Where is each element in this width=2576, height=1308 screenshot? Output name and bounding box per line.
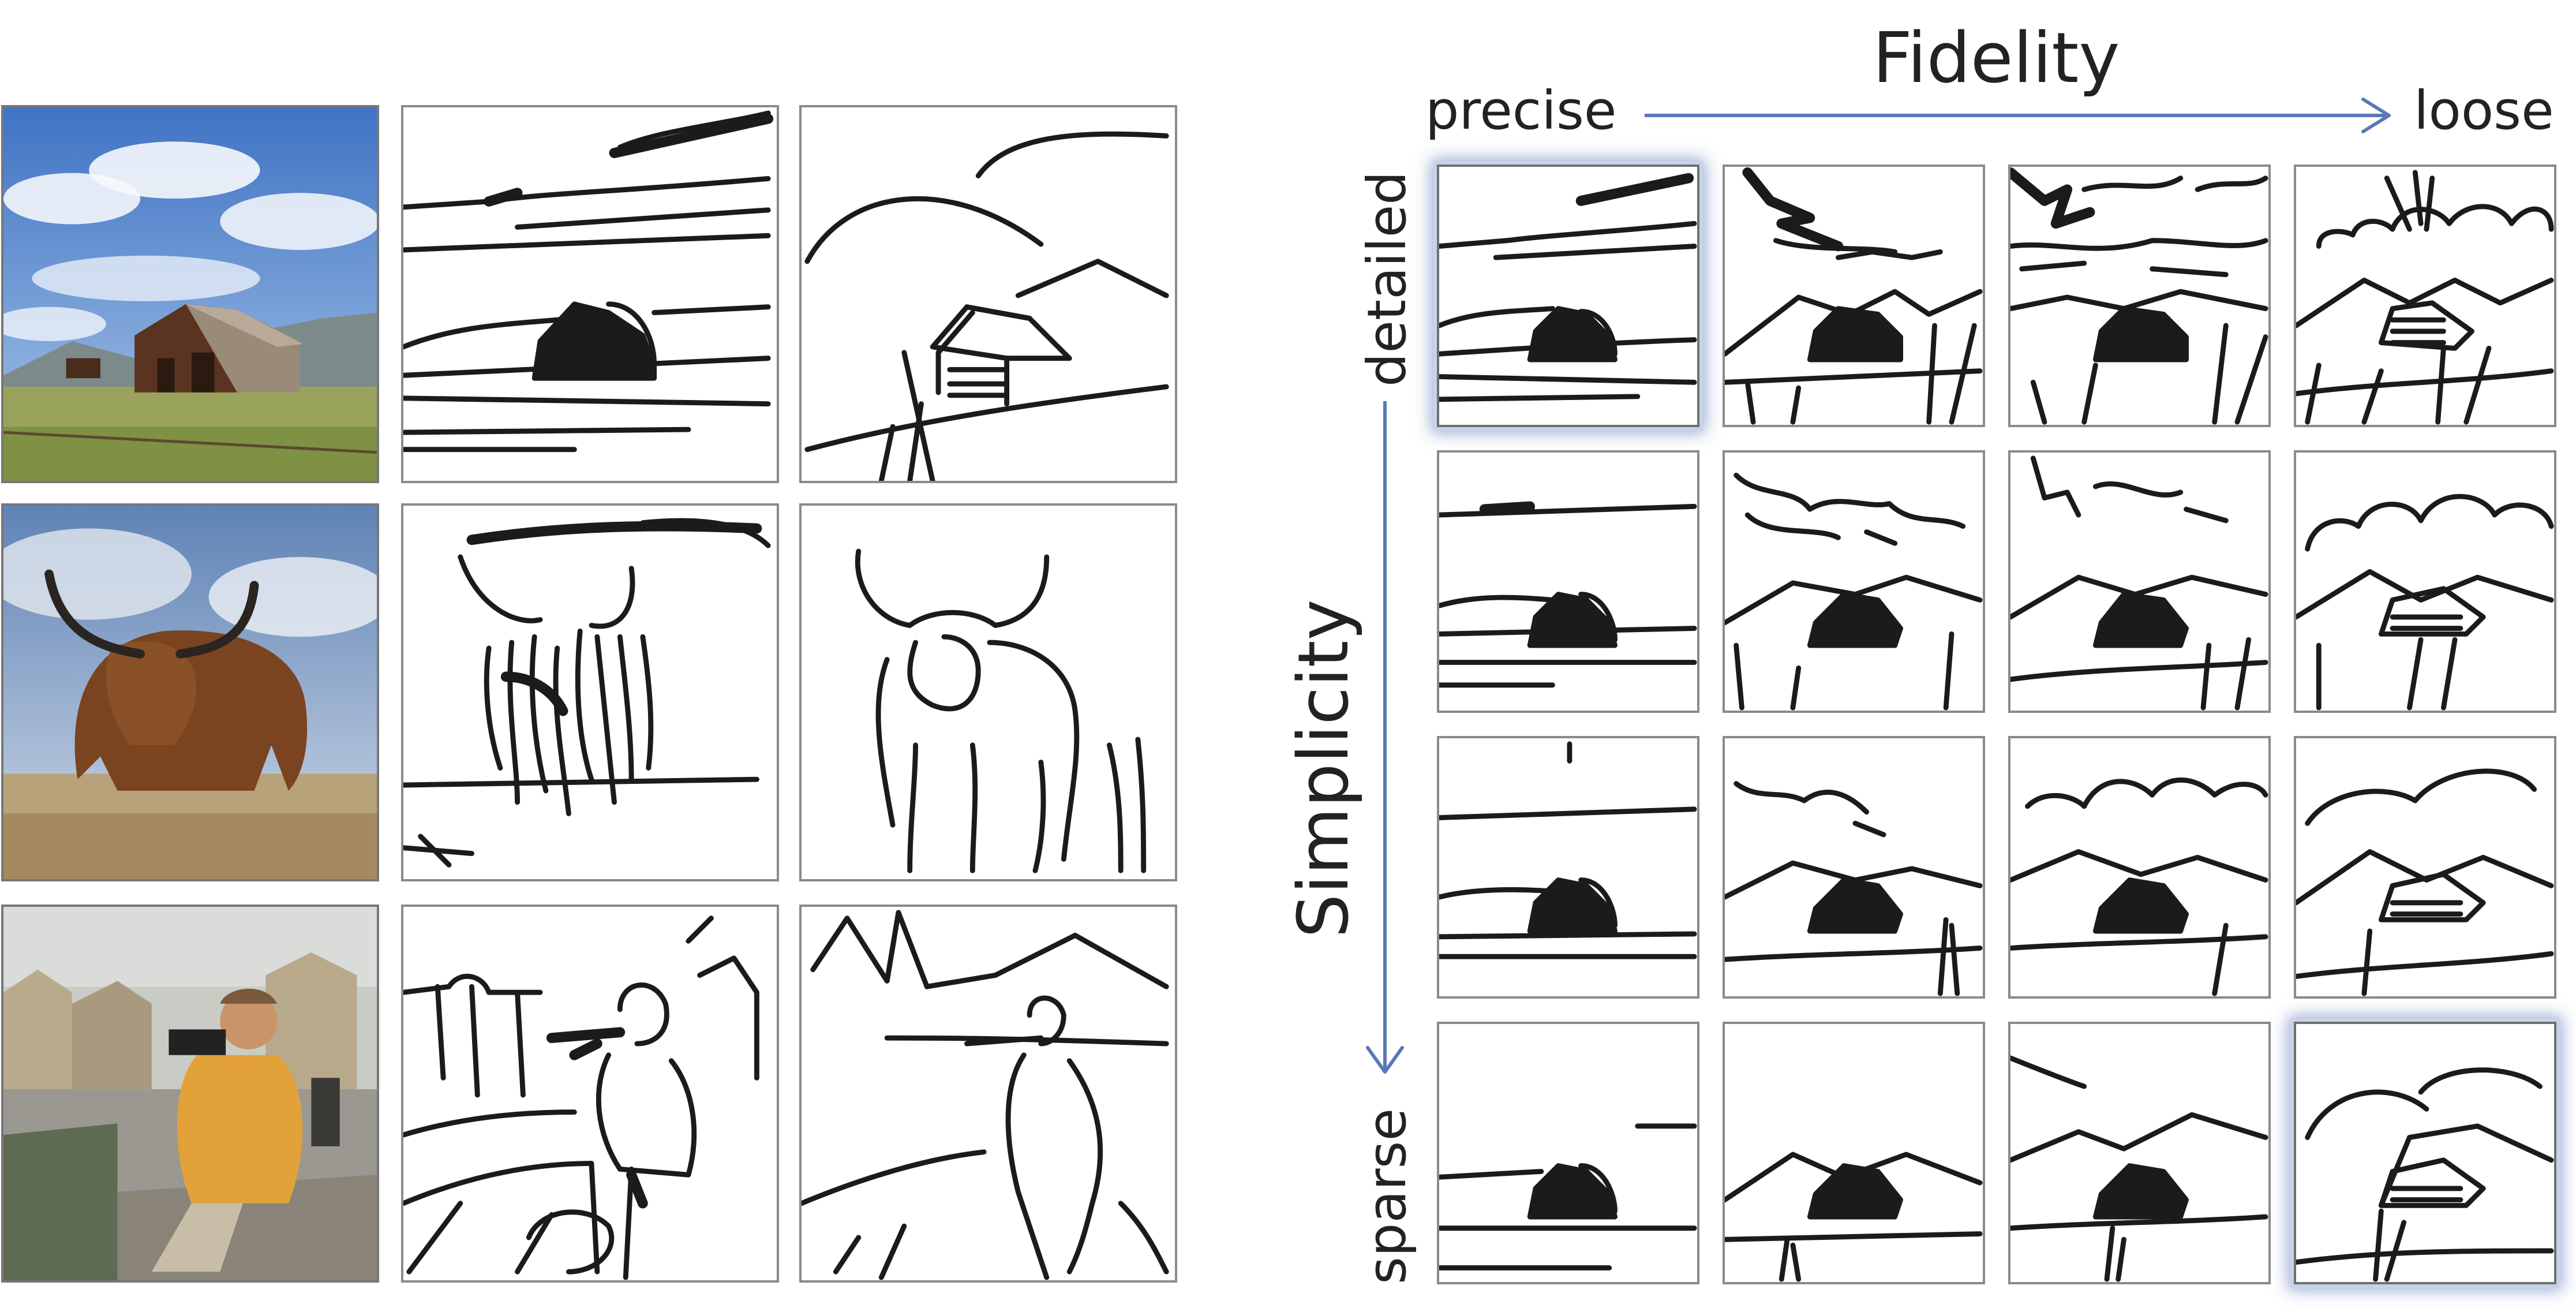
cow-photo — [1, 503, 379, 881]
simplicity-arrow — [1366, 401, 1404, 1077]
grid-cell-r2-2 — [1723, 450, 1985, 713]
grid-cell-sparse-2 — [1723, 1022, 1985, 1284]
cow-sketch-precise — [401, 503, 779, 881]
simplicity-axis-end-label: sparse — [1356, 1108, 1418, 1284]
grid-cell-r3-loose — [2294, 736, 2556, 999]
simplicity-axis-title: Simplicity — [1284, 599, 1364, 938]
photographer-photo — [1, 905, 379, 1283]
grid-cell-r3-2 — [1723, 736, 1985, 999]
fidelity-axis-end-label: loose — [2414, 80, 2554, 141]
photographer-sketch-precise — [401, 905, 779, 1283]
grid-cell-r3-precise — [1437, 736, 1699, 999]
fidelity-axis-start-label: precise — [1425, 80, 1617, 141]
grid-cell-sparse-precise — [1437, 1022, 1699, 1284]
grid-cell-r2-precise — [1437, 450, 1699, 713]
grid-cell-sparse-loose — [2294, 1022, 2556, 1284]
barn-sketch-precise — [401, 105, 779, 483]
fidelity-axis-title: Fidelity — [1873, 18, 2120, 99]
grid-cell-r2-loose — [2294, 450, 2556, 713]
grid-cell-detailed-2 — [1723, 165, 1985, 427]
grid-cell-detailed-3 — [2008, 165, 2271, 427]
photographer-photo-image — [3, 907, 377, 1280]
barn-sketch-loose — [799, 105, 1177, 483]
grid-cell-detailed-loose — [2294, 165, 2556, 427]
grid-cell-sparse-3 — [2008, 1022, 2271, 1284]
barn-photo-image — [3, 107, 377, 481]
simplicity-axis-start-label: detailed — [1356, 171, 1418, 387]
grid-cell-r2-3 — [2008, 450, 2271, 713]
barn-photo — [1, 105, 379, 483]
photographer-sketch-loose — [799, 905, 1177, 1283]
grid-cell-r3-3 — [2008, 736, 2271, 999]
grid-cell-detailed-precise — [1437, 165, 1699, 427]
cow-photo-image — [3, 506, 377, 879]
fidelity-arrow — [1645, 98, 2395, 133]
cow-sketch-loose — [799, 503, 1177, 881]
